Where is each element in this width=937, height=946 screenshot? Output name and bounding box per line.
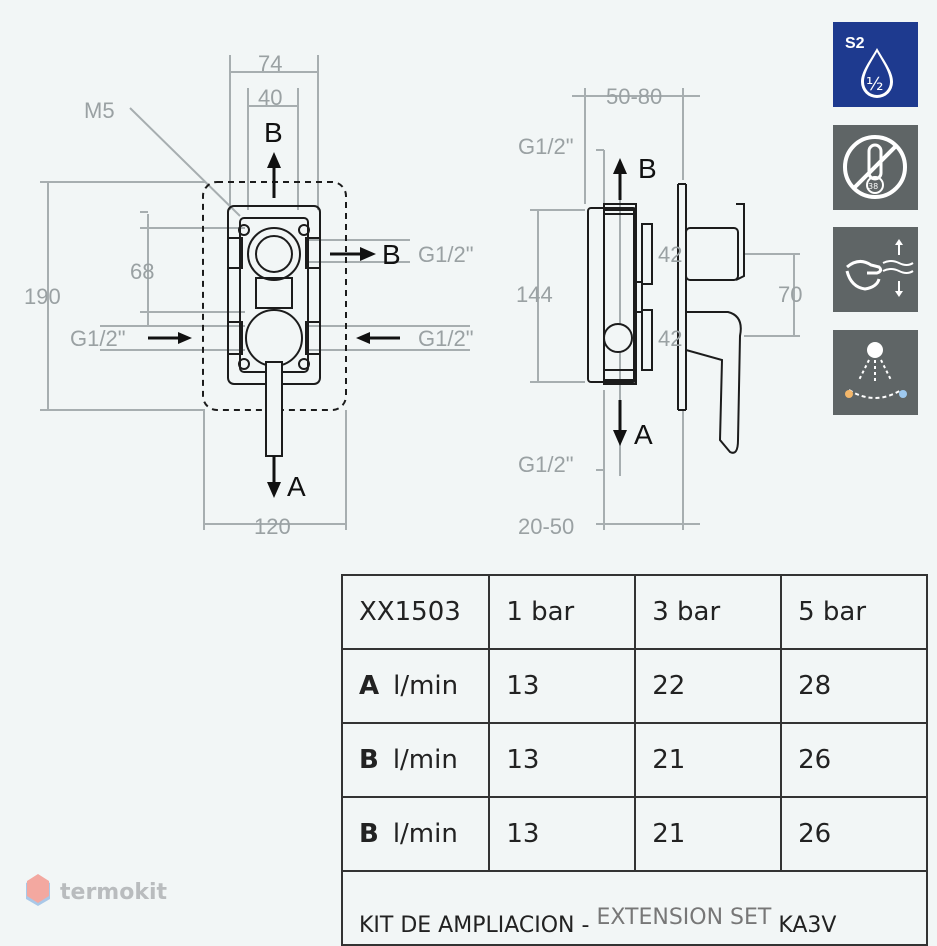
table-value-cell: 26 [780,796,928,872]
shower-temperature-icon [833,330,918,415]
footer-mid: EXTENSION SET [596,905,772,930]
side-valve-body [587,183,745,454]
table-value-cell: 22 [634,648,783,724]
dim-height-190: 190 [24,284,61,309]
port-letter: A [359,671,380,701]
port-letter: B [359,819,379,849]
table-value-cell: 21 [634,796,783,872]
table-header-cell: 3 bar [634,574,783,650]
inlet-left-thread: G1/2" [70,326,126,351]
flow-label-right: B [382,239,401,270]
dim-handle-top: 42 [658,242,682,267]
unit-label: l/min [392,745,458,775]
technical-drawing: 74 40 M5 190 68 120 G1/2" G1/2" G1/2" B … [24,51,802,539]
footer-end: KA3V [771,913,837,938]
brand-logo-icon [26,874,50,906]
front-view: 74 40 M5 190 68 120 G1/2" G1/2" G1/2" B … [24,51,474,539]
dim-width-74: 74 [258,51,282,76]
port-letter: B [359,745,379,775]
valve-body [227,205,321,457]
footer-start: KIT DE AMPLIACION - [359,913,597,938]
side-flow-arrows [613,158,627,446]
side-dimension-lines [530,88,800,530]
inlet-right-thread: G1/2" [418,326,474,351]
table-value-cell: 13 [488,648,637,724]
table-value-cell: 13 [488,796,637,872]
table-header-row: XX1503 1 bar 3 bar 5 bar [340,574,928,650]
table-header-cell: 1 bar [488,574,637,650]
front-dimension-lines [40,55,470,530]
thread-bottom: G1/2" [518,452,574,477]
s2-label: S2 [845,35,865,52]
dim-width-40: 40 [258,85,282,110]
side-flow-label-top: B [638,153,657,184]
table-value-cell: 26 [780,722,928,798]
screw-label: M5 [84,98,115,123]
thread-top: G1/2" [518,134,574,159]
table-footer-row: KIT DE AMPLIACION - EXTENSION SET KA3V [341,870,928,946]
table-value-cell: 13 [488,722,637,798]
dim-depth-bottom: 20-50 [518,514,574,539]
side-view: 50-80 20-50 144 70 42 42 G1/2" G1/2" B A [516,84,802,539]
dim-handle-bottom: 42 [658,326,682,351]
dim-width-120: 120 [254,514,291,539]
temperature-value: 38 [868,182,878,191]
flow-label-top: B [264,117,283,148]
dim-height-68: 68 [130,259,154,284]
hand-flow-icon [833,227,918,312]
dim-depth-top: 50-80 [606,84,662,109]
port-right-thread: G1/2" [418,242,474,267]
front-flow-arrows [148,152,400,498]
side-flow-label-bottom: A [634,419,653,450]
table-value-cell: 28 [780,648,928,724]
unit-label: l/min [392,819,458,849]
brand-watermark: termokit [24,872,167,912]
table-header-cell: 5 bar [780,574,928,650]
flow-label-bottom: A [287,471,306,502]
no-thermostat-icon: 38 [833,125,918,210]
dim-handle-spacing: 70 [778,282,802,307]
s2-fraction: ½ [866,74,883,95]
brand-name: termokit [60,879,168,905]
table-value-cell: 21 [634,722,783,798]
unit-label: l/min [393,671,459,701]
extension-set-cell: KIT DE AMPLIACION - EXTENSION SET KA3V [341,870,928,946]
table-model-cell: XX1503 [340,574,491,650]
dim-height-144: 144 [516,282,553,307]
s2-half-drop-icon: S2 ½ [833,22,918,107]
